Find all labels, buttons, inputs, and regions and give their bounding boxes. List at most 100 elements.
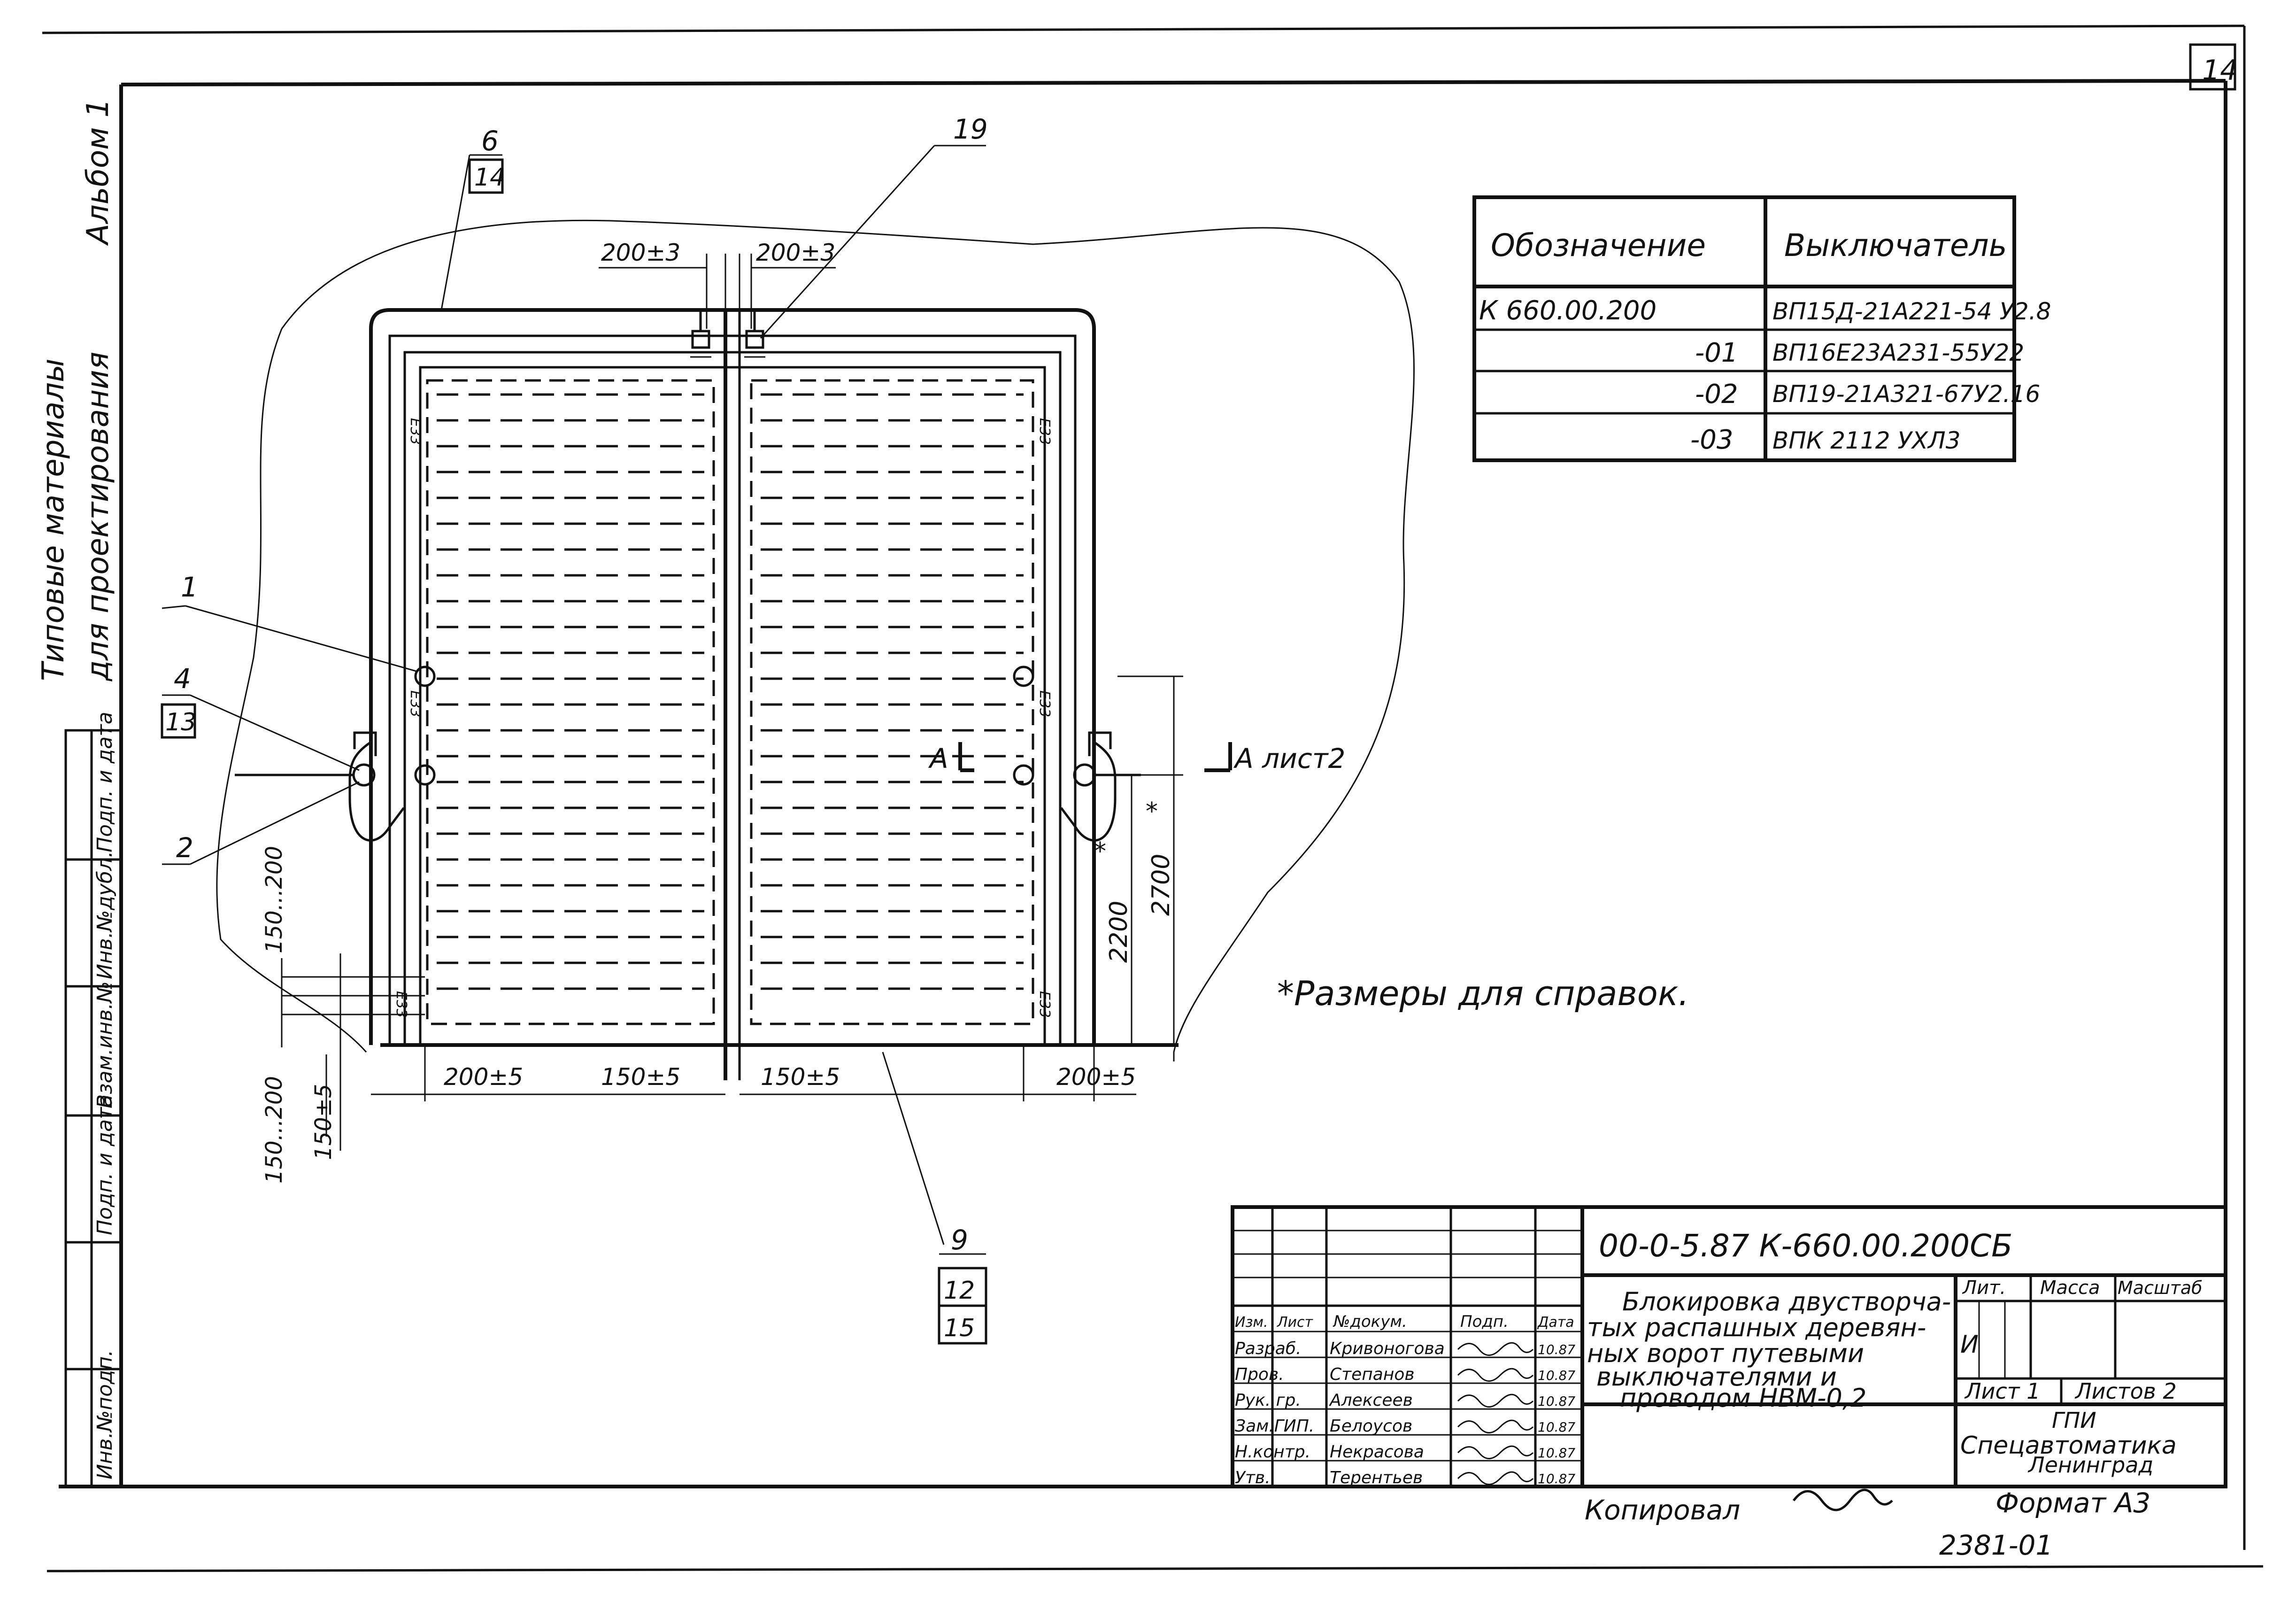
dim-bottom-1: 200±5	[444, 1063, 523, 1091]
scale-label: Масштаб	[2118, 1278, 2203, 1298]
table-cell-r2c2: ВП16Е23А231-55У22	[1772, 339, 2024, 366]
switch-top-right	[744, 310, 765, 358]
table-cell-r4c1: -03	[1690, 425, 1733, 455]
variants-table	[1472, 195, 2016, 462]
callout-4: 4	[174, 663, 191, 695]
album-label: Альбом 1	[81, 99, 116, 246]
dim-left-bottom-a: 150...200	[261, 1076, 287, 1184]
dim-top-left: 200±3	[601, 239, 680, 266]
table-header-switch: Выключатель	[1784, 227, 2007, 263]
callout-14: 14	[474, 163, 505, 192]
series-title-line2: для проектирования	[81, 352, 116, 681]
bottom-dimension-lines	[281, 675, 1183, 1151]
wire-loops	[235, 731, 1141, 842]
callout-15: 15	[944, 1314, 975, 1342]
title-line-4: выключателями и	[1596, 1362, 1837, 1392]
pin-label: Е33	[1036, 418, 1053, 445]
title-block	[1231, 1205, 2227, 1488]
handwritten-signature	[1457, 1394, 1534, 1408]
dim-left-vertical: 150...200	[261, 846, 287, 953]
table-cell-r4c2: ВПК 2112 УХЛ3	[1772, 427, 1961, 454]
signature-role: Рук. гр.	[1235, 1391, 1301, 1410]
dim-top-right: 200±3	[756, 239, 835, 266]
signature-role: Н.контр.	[1235, 1442, 1310, 1462]
dim-height-2200: 2200	[1105, 901, 1133, 963]
switch-right-upper	[1013, 666, 1034, 687]
handwritten-signature	[1457, 1419, 1534, 1433]
org-line-3: Ленинград	[2027, 1452, 2153, 1478]
signature-name: Степанов	[1330, 1365, 1415, 1384]
dim-bottom-4: 200±5	[1056, 1063, 1136, 1091]
stamp-orig-inv: Инв.№подп.	[93, 1350, 117, 1479]
table-cell-r1c2: ВП15Д-21А221-54 У2.8	[1772, 298, 2051, 325]
org-line-2: Спецавтоматика	[1960, 1432, 2177, 1460]
signature-date: 10.87	[1538, 1368, 1575, 1383]
dim-star-2700: *	[1146, 798, 1158, 826]
callout-19: 19	[953, 113, 988, 145]
sheet-label: Лист 1	[1964, 1378, 2040, 1404]
title-line-1: Блокировка двустворча-	[1622, 1287, 1951, 1316]
section-reference: А лист2	[1233, 743, 1345, 774]
title-line-2: тых распашных деревян-	[1587, 1313, 1926, 1342]
signature-role: Пров.	[1235, 1365, 1284, 1384]
pin-label: Е33	[1036, 690, 1053, 717]
pin-label: Е33	[1036, 991, 1053, 1018]
copied-label: Копировал	[1585, 1494, 1740, 1526]
sheets-label: Листов 2	[2074, 1378, 2177, 1404]
format-label: Формат А3	[1996, 1487, 2150, 1519]
callout-1: 1	[181, 571, 198, 603]
switch-right-lower	[1013, 764, 1034, 786]
table-cell-r3c1: -02	[1695, 379, 1738, 410]
callout-leaders	[161, 145, 987, 1345]
gate-slats	[437, 393, 1024, 990]
signature-name: Кривоногова	[1330, 1339, 1445, 1358]
gate	[369, 308, 1179, 1080]
signature-role: Утв.	[1235, 1468, 1271, 1487]
handwritten-signature	[1457, 1445, 1534, 1459]
callout-9: 9	[951, 1224, 968, 1256]
title-line-5: проводом НВМ-0,2	[1620, 1383, 1866, 1413]
col-head-sign: Подп.	[1460, 1312, 1509, 1331]
org-line-1: ГПИ	[2052, 1408, 2096, 1433]
col-head-date: Дата	[1537, 1314, 1574, 1331]
signature-date: 10.87	[1538, 1394, 1575, 1409]
col-head-sheet: Лист	[1277, 1314, 1314, 1331]
switch-left-lower	[414, 764, 436, 786]
junction-left	[352, 763, 376, 787]
switch-top-left	[690, 310, 711, 358]
signature-name: Белоусов	[1330, 1417, 1412, 1436]
dim-bottom-3: 150±5	[761, 1063, 840, 1091]
stamp-sign-date-1: Подп. и дата	[93, 712, 117, 852]
callout-6: 6	[481, 125, 499, 157]
pin-label: Е33	[407, 418, 424, 445]
signature-date: 10.87	[1538, 1342, 1575, 1357]
callout-2: 2	[176, 832, 193, 864]
junction-right	[1073, 763, 1096, 787]
copier-signature	[1793, 1488, 1893, 1511]
signature-date: 10.87	[1538, 1445, 1575, 1461]
section-label: А	[928, 743, 948, 774]
mass-label: Масса	[2040, 1277, 2100, 1299]
signature-role: Зам.ГИП.	[1235, 1417, 1314, 1436]
section-marks	[958, 742, 1232, 772]
lit-value: И	[1960, 1331, 1979, 1359]
handwritten-signature	[1457, 1368, 1534, 1382]
table-cell-r3c2: ВП19-21А321-67У2.16	[1772, 380, 2040, 408]
table-cell-r2c1: -01	[1695, 338, 1738, 368]
dim-height-2700: 2700	[1147, 854, 1175, 916]
stamp-sign-date-2: Подп. и дата	[93, 1094, 117, 1235]
col-head-doc: №докум.	[1333, 1312, 1407, 1331]
top-dimension-lines	[599, 254, 836, 329]
switch-left-upper	[414, 666, 436, 687]
signature-name: Терентьев	[1330, 1468, 1423, 1487]
sheet-number: 14	[2202, 54, 2238, 87]
col-head-change: Изм.	[1235, 1314, 1268, 1331]
dim-bottom-2: 150±5	[601, 1063, 680, 1091]
doc-code: 00-0-5.87 К-660.00.200СБ	[1599, 1228, 2012, 1264]
title-line-3: ных ворот путевыми	[1587, 1339, 1864, 1368]
stamp-dup-inv: Инв.№дубл.	[93, 851, 117, 979]
callout-13: 13	[165, 708, 196, 736]
signature-date: 10.87	[1538, 1471, 1575, 1487]
